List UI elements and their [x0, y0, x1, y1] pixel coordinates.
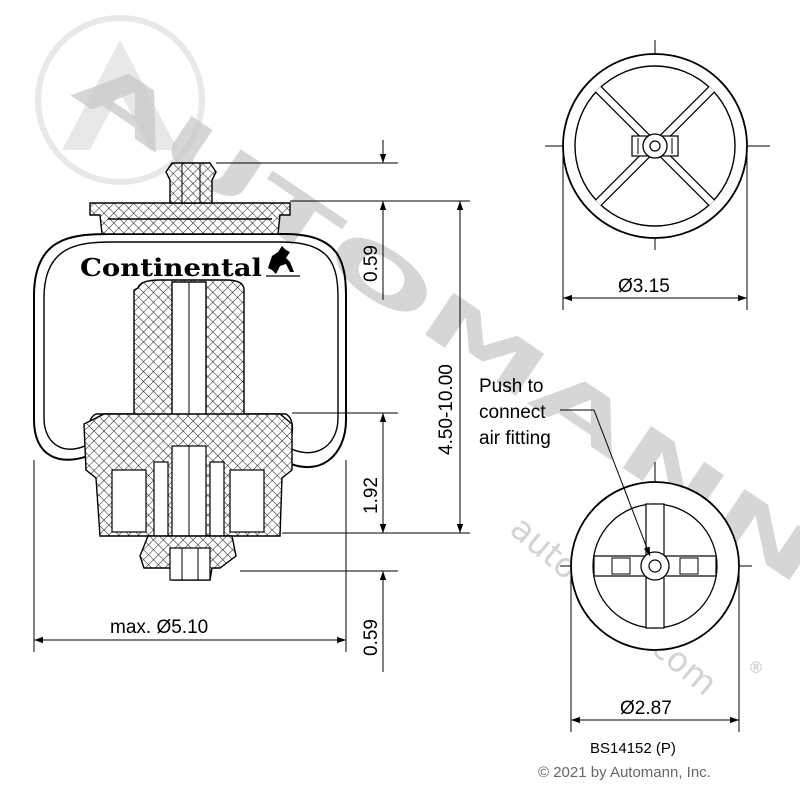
bottom-view: Ø2.87: [560, 462, 752, 732]
top-view: Ø3.15: [545, 40, 770, 310]
part-number: BS14152 (P): [590, 740, 676, 757]
copyright: © 2021 by Automann, Inc.: [538, 764, 711, 781]
watermark-logo-icon: [35, 15, 205, 185]
bellows-inner: [43, 241, 339, 454]
dim-bottom-fitting-height: 0.59: [361, 619, 382, 656]
side-view: Continental: [33, 162, 347, 581]
note-line-3: air fitting: [479, 428, 551, 449]
note-line-1: Push to: [479, 376, 543, 397]
horse-icon: [266, 246, 300, 277]
dim-piston-diameter: Ø2.87: [620, 698, 672, 719]
dim-overall-height: 4.50-10.00: [436, 364, 457, 455]
note-line-2: connect: [479, 402, 546, 423]
dimensions: 0.59 4.50-10.00 1.92 0.59 max. Ø5.10: [33, 140, 470, 672]
top-fitting: [165, 162, 217, 204]
push-to-connect-note: Push to connect air fitting: [479, 376, 651, 557]
dim-top-plate-diameter: Ø3.15: [618, 276, 670, 297]
dim-max-diameter: max. Ø5.10: [110, 617, 208, 638]
watermark-mark: ®: [748, 658, 764, 677]
continental-logo: Continental: [80, 253, 262, 282]
dim-piston-height: 1.92: [361, 477, 382, 514]
dim-top-fitting-height: 0.59: [361, 245, 382, 282]
